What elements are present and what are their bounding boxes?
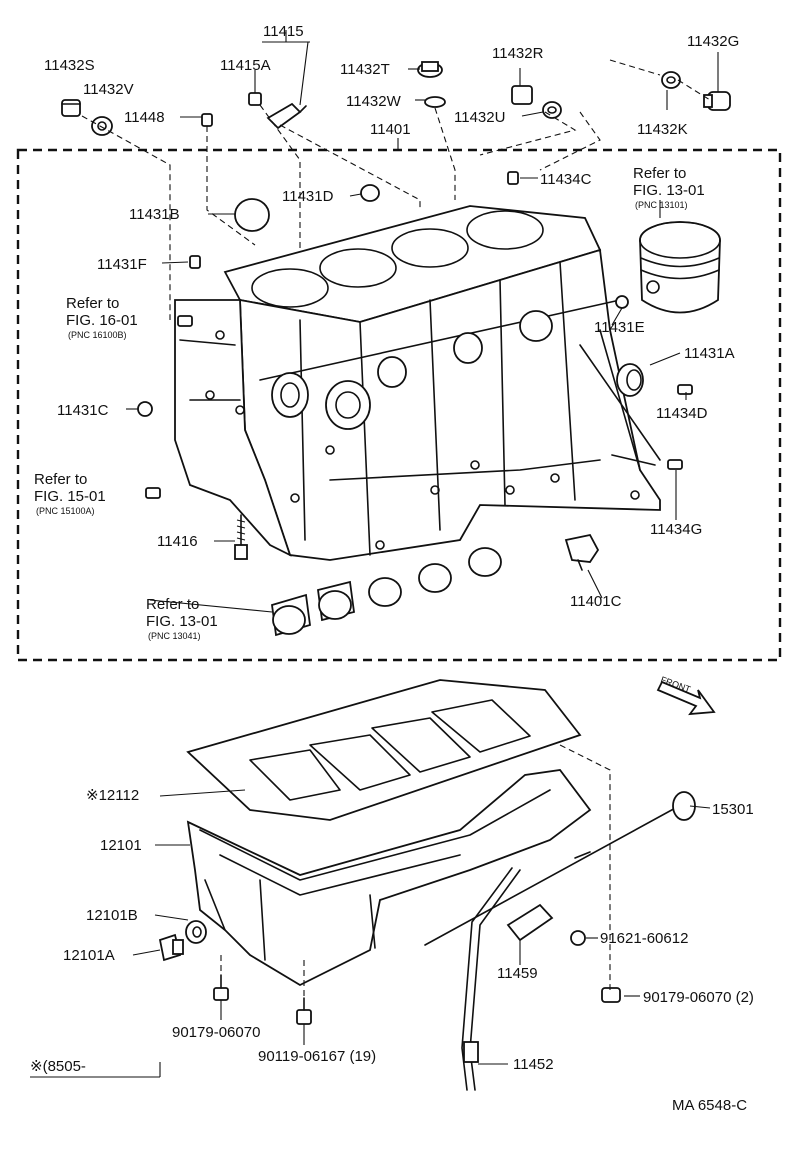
label-11434C: 11434C: [540, 171, 592, 188]
label-15301: 15301: [712, 801, 754, 818]
label-11415: 11415: [263, 23, 304, 40]
ref-fig16-line1: Refer to: [66, 295, 119, 312]
bearings: [271, 547, 502, 637]
reference-notes: Refer to FIG. 13-01 (PNC 13101) Refer to…: [34, 165, 705, 641]
plug-11432G: [703, 91, 731, 111]
drain-plug-12101A: [158, 933, 184, 962]
label-11432U: 11432U: [454, 109, 505, 126]
ref-fig15-line2: FIG. 15-01: [34, 488, 106, 505]
label-11434D: 11434D: [656, 405, 708, 422]
label-90179-06070-2: 90179-06070 (2): [643, 989, 754, 1006]
ref-fig13-bearing-line1: Refer to: [146, 596, 199, 613]
plug-11431D: [360, 184, 380, 202]
dipstick-15301: [424, 791, 696, 946]
label-11432G: 11432G: [687, 33, 739, 50]
label-12101B: 12101B: [86, 907, 138, 924]
footnote: ※(8505-: [30, 1058, 161, 1078]
plug-11432T: [417, 61, 443, 78]
label-11432T: 11432T: [340, 61, 390, 78]
bolt-11416: [234, 514, 248, 560]
label-11431E: 11431E: [594, 319, 645, 336]
label-11431F: 11431F: [97, 256, 147, 273]
label-11415A: 11415A: [220, 57, 271, 74]
ref-fig16-pnc: (PNC 16100B): [68, 330, 127, 340]
plug-11431E: [615, 295, 629, 309]
nut-90179-06070-2: [601, 987, 621, 1003]
label-11432S: 11432S: [44, 57, 95, 74]
ref-fig15-line1: Refer to: [34, 471, 87, 488]
guide-lines-bottom: [220, 744, 611, 998]
bracket-11459: [506, 903, 554, 942]
guide-lines-top: [81, 59, 711, 320]
label-11431D: 11431D: [282, 188, 334, 205]
part-labels: 11415 11415A 11432S 11432V 11448 11432T …: [44, 23, 754, 1073]
ref-fig13-bearing-pnc: (PNC 13041): [148, 631, 201, 641]
label-12112: ※12112: [86, 787, 139, 804]
ref-fig13-piston-line2: FIG. 13-01: [633, 182, 705, 199]
label-91621-60612: 91621-60612: [600, 930, 688, 947]
plug-11432R: [511, 85, 533, 105]
gasket-12101B: [185, 920, 207, 944]
plug-11431C: [137, 401, 153, 417]
pin-11434D: [677, 384, 693, 395]
ref-fig13-bearing-line2: FIG. 13-01: [146, 613, 218, 630]
label-11452: 11452: [513, 1056, 554, 1073]
leader-lines: [126, 30, 719, 1065]
pin-11448: [201, 113, 213, 127]
plug-11432S: [61, 99, 81, 117]
dipstick-guide-11452: [461, 867, 521, 1091]
cylinder-block: [174, 205, 661, 561]
pin-ref-16: [177, 315, 193, 327]
label-12101: 12101: [100, 837, 142, 854]
piston: [639, 221, 721, 314]
diagram-code: MA 6548-C: [672, 1097, 747, 1114]
bolt-11415A: [248, 92, 262, 106]
label-11431C: 11431C: [57, 402, 109, 419]
label-11432W: 11432W: [346, 93, 402, 110]
label-11416: 11416: [157, 533, 198, 550]
label-11432V: 11432V: [83, 81, 134, 98]
label-11434G: 11434G: [650, 521, 702, 538]
oil-pan-12101: [186, 769, 592, 987]
bolt-90179-06070: [213, 974, 229, 1001]
pin-ref-15: [145, 487, 161, 499]
label-11459: 11459: [497, 965, 538, 982]
nut-91621-60612: [570, 930, 586, 946]
washer-11432W: [424, 96, 446, 108]
label-90119-06167: 90119-06167 (19): [258, 1048, 376, 1065]
label-11431B: 11431B: [129, 206, 180, 223]
gasket-12112: [186, 679, 582, 821]
seal-11432U: [542, 101, 562, 119]
pin-11431F: [189, 255, 201, 269]
label-11432K: 11432K: [637, 121, 688, 138]
pin-11434G: [667, 459, 683, 470]
jet-11401C: [564, 533, 600, 571]
label-12101A: 12101A: [63, 947, 115, 964]
seal-11432V: [91, 116, 113, 136]
label-11448: 11448: [124, 109, 165, 126]
label-11401C: 11401C: [570, 593, 622, 610]
ref-fig13-piston-pnc: (PNC 13101): [635, 200, 688, 210]
label-11431A: 11431A: [684, 345, 735, 362]
ref-fig16-line2: FIG. 16-01: [66, 312, 138, 329]
pin-11434C: [507, 171, 519, 185]
plug-11431B: [234, 198, 270, 232]
label-11401: 11401: [370, 121, 411, 138]
footnote-text: ※(8505-: [30, 1058, 86, 1075]
label-11432R: 11432R: [492, 45, 544, 62]
bolt-90119-06167: [296, 997, 312, 1025]
seal-11431A: [616, 363, 644, 397]
washer-11432K: [661, 71, 681, 89]
ref-fig13-piston-line1: Refer to: [633, 165, 686, 182]
ref-fig15-pnc: (PNC 15100A): [36, 506, 95, 516]
label-90179-06070: 90179-06070: [172, 1024, 260, 1041]
front-arrow-icon: FRONT: [656, 674, 716, 716]
